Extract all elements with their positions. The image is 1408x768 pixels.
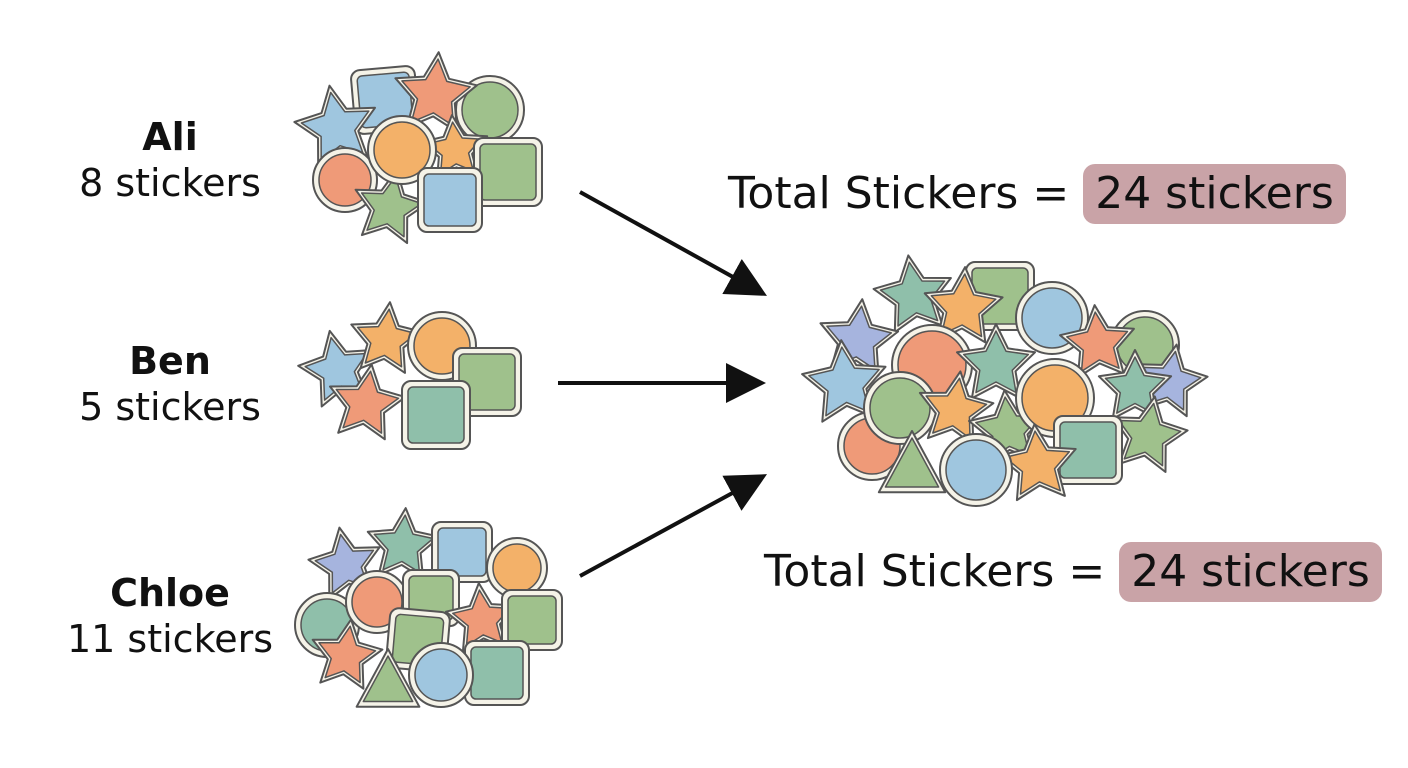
person-ben: Ben 5 stickers [40, 338, 300, 430]
total-value-badge: 24 stickers [1119, 542, 1382, 602]
total-equation-top: Total Stickers = 24 stickers [728, 162, 1346, 224]
person-name: Ben [129, 339, 211, 383]
star-sticker [956, 323, 1036, 400]
star-sticker [1059, 304, 1135, 379]
star-sticker [1111, 395, 1189, 473]
arrow-chloe-to-total [579, 474, 768, 578]
star-sticker [394, 51, 478, 133]
total-equation-bottom: Total Stickers = 24 stickers [764, 540, 1382, 602]
triangle-sticker [877, 430, 947, 494]
square-sticker [431, 521, 493, 583]
person-name: Chloe [110, 571, 230, 615]
sticker-count: 5 stickers [79, 385, 261, 429]
circle-sticker [367, 115, 437, 185]
person-name: Ali [142, 115, 198, 159]
square-sticker [417, 167, 483, 233]
total-label: Total Stickers = [764, 546, 1106, 597]
star-sticker [918, 370, 995, 446]
square-sticker [501, 589, 563, 651]
square-sticker [473, 137, 543, 207]
square-sticker [1053, 415, 1123, 485]
arrow-ali-to-total [579, 190, 767, 296]
circle-sticker [486, 537, 548, 599]
circle-sticker [863, 371, 937, 445]
star-sticker [311, 618, 384, 690]
sticker-count: 8 stickers [79, 161, 261, 205]
circle-sticker [939, 433, 1013, 507]
person-chloe: Chloe 11 stickers [40, 570, 300, 662]
circle-sticker [408, 642, 474, 708]
square-sticker [464, 640, 530, 706]
chloe-sticker-pile [294, 507, 563, 708]
circle-sticker [455, 75, 525, 145]
triangle-sticker [355, 648, 421, 708]
square-sticker [401, 380, 471, 450]
star-sticker [923, 266, 1004, 344]
star-sticker [366, 507, 441, 580]
sticker-count: 11 stickers [66, 617, 274, 661]
star-sticker [872, 254, 952, 334]
total-label: Total Stickers = [728, 168, 1070, 219]
star-sticker [329, 363, 407, 441]
combined-sticker-pile [801, 254, 1209, 507]
person-ali: Ali 8 stickers [40, 114, 300, 206]
total-value-badge: 24 stickers [1083, 164, 1346, 224]
ali-sticker-pile [293, 51, 543, 245]
ben-sticker-pile [297, 301, 522, 450]
